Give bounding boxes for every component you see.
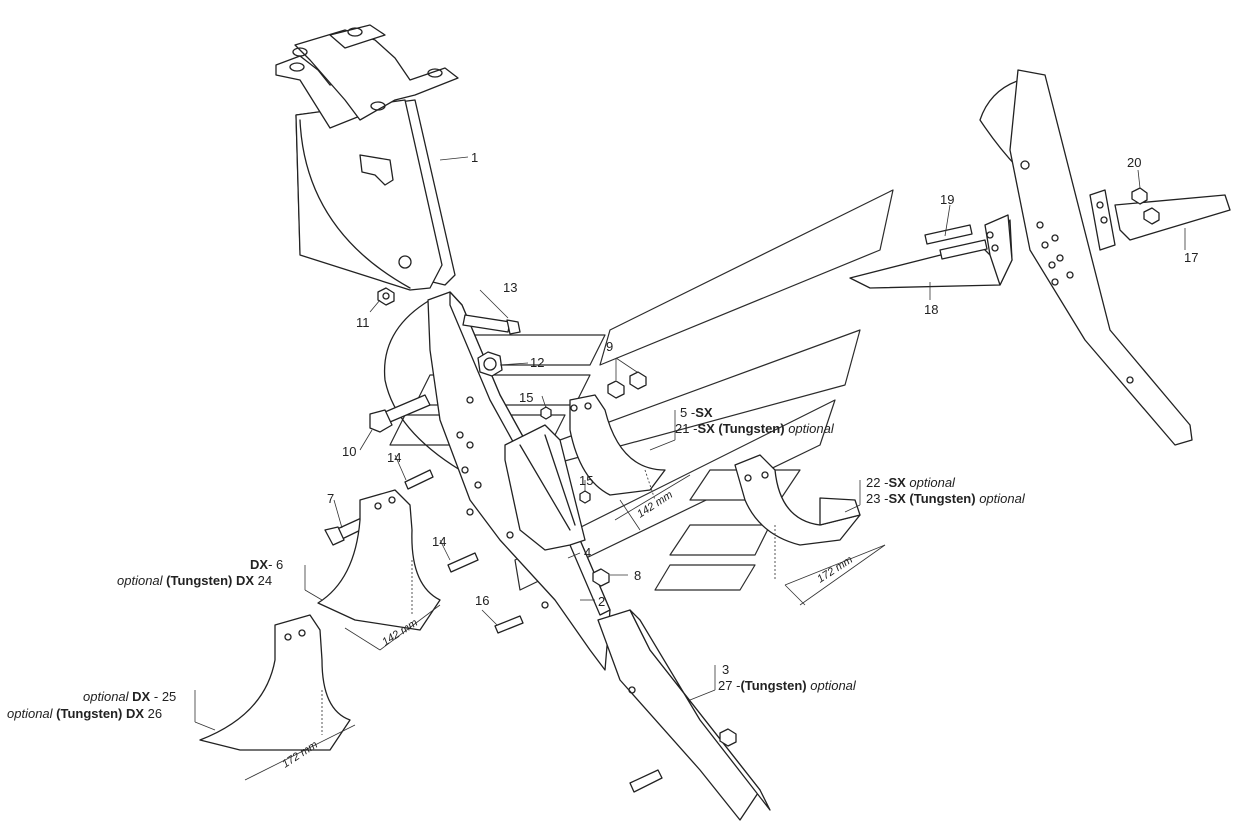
callout-part-22: 22 -SX optional (866, 475, 955, 490)
part-number-19: 19 (940, 192, 954, 207)
callout-part-23: 23 -SX (Tungsten) optional (866, 491, 1025, 506)
part-number-12: 12 (530, 355, 544, 370)
callout-part-5: 5 -SX (680, 405, 713, 420)
part-number-11: 11 (356, 315, 370, 330)
part-12-nut (477, 351, 503, 377)
part-4-plate (504, 424, 586, 551)
part-18-plate (849, 214, 1013, 289)
callout-part-3: 3 (722, 662, 730, 677)
part-number-14-lower: 14 (432, 534, 446, 549)
part-number-10: 10 (342, 444, 356, 459)
part-9-nuts (607, 357, 647, 399)
part-6-dx-point (317, 489, 441, 631)
part-11-nut (377, 287, 395, 306)
part-number-15-upper: 15 (519, 390, 533, 405)
callout-part-27: 27 -(Tungsten) optional (718, 678, 856, 693)
part-number-14-upper: 14 (387, 450, 401, 465)
part-1-bracket (275, 24, 469, 291)
watermark-logo (389, 189, 894, 591)
part-number-4: 4 (584, 545, 591, 560)
part-number-8: 8 (634, 568, 641, 583)
part-10-bolt (369, 394, 431, 433)
callout-part-26: optional (Tungsten) DX 26 (7, 706, 163, 721)
part-14-16-bolts (404, 469, 610, 634)
part-number-17: 17 (1184, 250, 1198, 265)
dimension-lines (244, 474, 886, 781)
part-22-sx-point (734, 454, 886, 586)
part-15-nuts (540, 406, 591, 504)
part-17-bracket (1089, 187, 1231, 251)
part-5-sx-point (569, 394, 666, 531)
part-number-20: 20 (1127, 155, 1141, 170)
part-13-bolt (462, 314, 521, 335)
part-number-labels: 1 2 4 7 8 9 10 11 12 13 14 14 15 15 16 1… (327, 150, 1198, 609)
part-number-16: 16 (475, 593, 489, 608)
callout-part-6: DX- 6 (250, 557, 284, 572)
part-3-tip (597, 609, 771, 821)
part-number-9: 9 (606, 339, 613, 354)
part-25-dx-point (199, 614, 351, 751)
part-number-13: 13 (503, 280, 517, 295)
right-shank (979, 69, 1193, 446)
part-number-15-lower: 15 (579, 473, 593, 488)
callout-part-21: 21 -SX (Tungsten) optional (675, 421, 834, 436)
callout-part-24: optional (Tungsten) DX 24 (117, 573, 273, 588)
part-number-2: 2 (598, 594, 605, 609)
callout-part-25: optional DX - 25 (83, 689, 177, 704)
part-number-18: 18 (924, 302, 938, 317)
part-19-bolts (924, 224, 988, 260)
leader-lines (194, 169, 1186, 731)
part-number-7: 7 (327, 491, 334, 506)
part-number-1: 1 (471, 150, 478, 165)
